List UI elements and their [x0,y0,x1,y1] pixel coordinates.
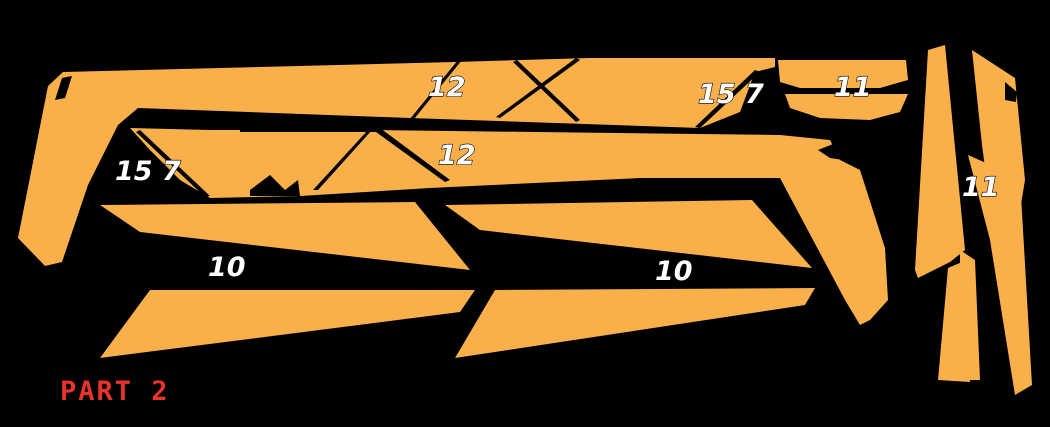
middle-zigzag [250,175,300,196]
left-lower-panel [100,290,475,358]
left-upper-panel [100,202,470,270]
divider-line [410,60,462,119]
divider-line [513,60,580,122]
middle-divider [136,130,210,197]
label-top-11: 11 [834,72,872,103]
label-mid-12: 12 [438,140,476,171]
divider-line [695,70,760,128]
label-top-12: 12 [428,72,466,103]
fender-piece-lower [785,94,908,120]
label-mid-157: 15 7 [115,156,181,187]
side-strip-5 [938,262,970,382]
label-side-11: 11 [962,172,1000,203]
label-top-157: 15 7 [698,79,764,110]
label-right-10: 10 [655,256,693,287]
middle-piece [130,128,888,325]
middle-divider [313,130,372,190]
sheet-title: PART 2 [60,376,170,407]
side-strip-1 [915,45,965,278]
frame-notch [55,76,72,100]
divider-line [496,58,580,118]
side-strip-3 [968,155,1032,395]
right-upper-panel [445,200,812,268]
label-left-10: 10 [208,252,246,283]
side-notch [1005,82,1017,102]
middle-notch [818,142,843,160]
middle-divider [240,128,450,182]
right-lower-panel [455,288,815,358]
fender-piece [778,60,908,88]
frame-piece [18,58,775,266]
